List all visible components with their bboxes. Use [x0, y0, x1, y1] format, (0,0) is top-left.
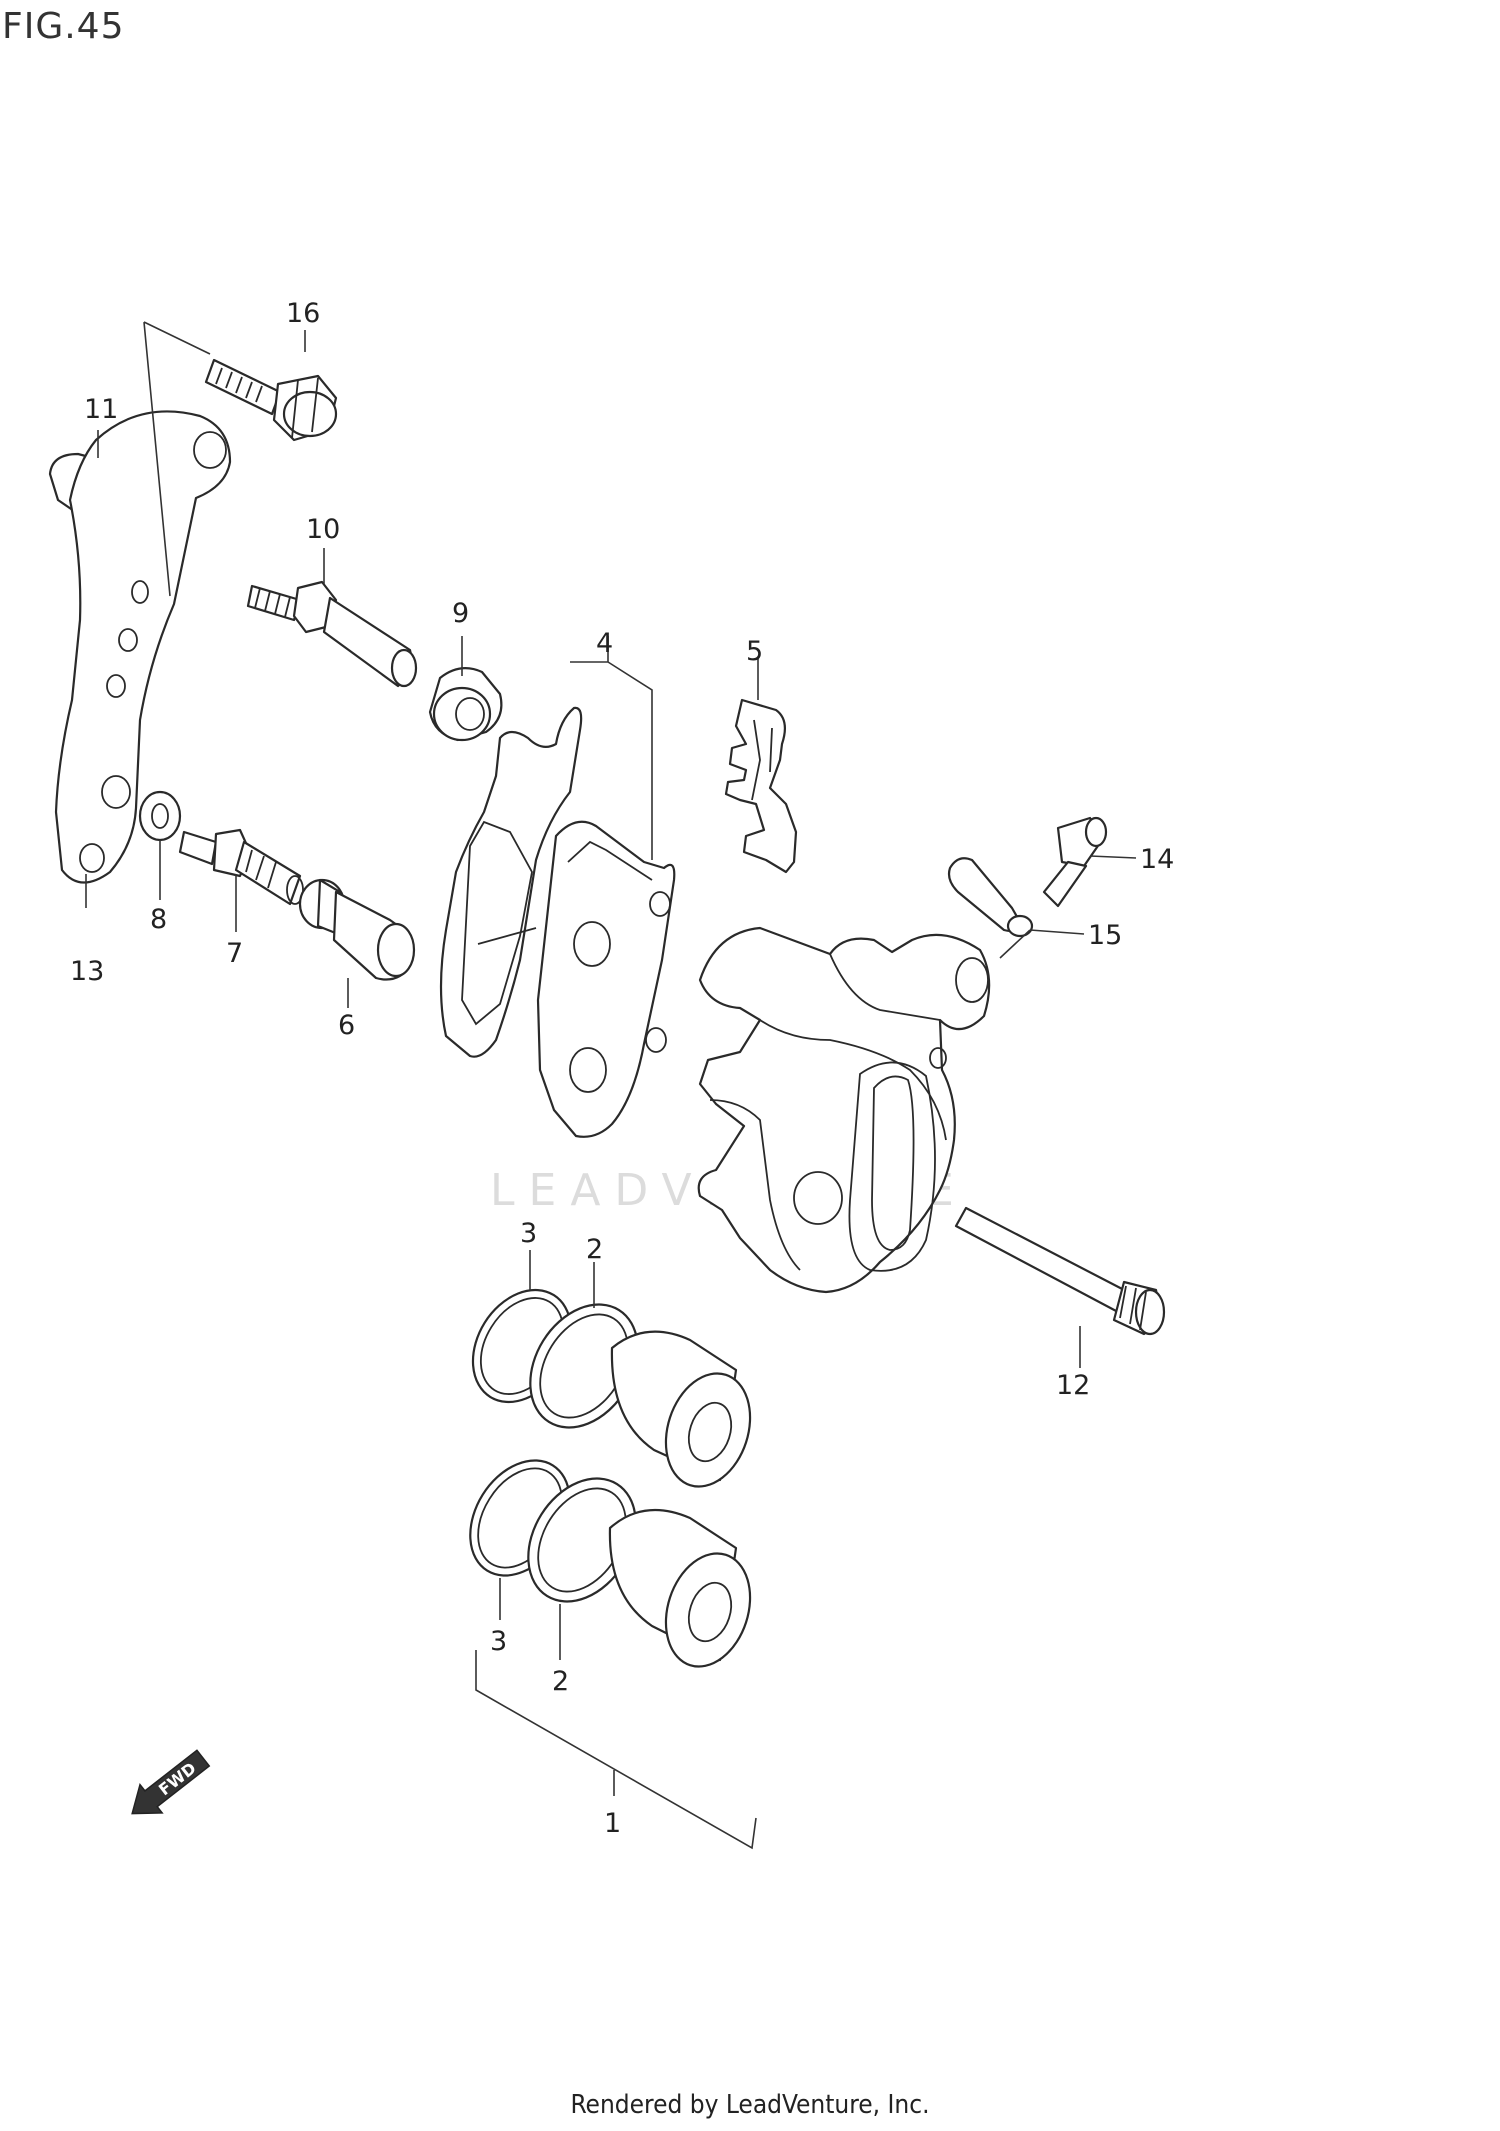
- callout-13: 13: [70, 956, 104, 987]
- part-14-bleeder[interactable]: [1042, 816, 1108, 908]
- lower-piston[interactable]: [608, 1508, 764, 1678]
- callout-7: 7: [226, 938, 243, 969]
- callout-5: 5: [746, 636, 763, 667]
- part-16-bolt[interactable]: [204, 358, 338, 442]
- callout-4: 4: [596, 628, 613, 659]
- upper-piston[interactable]: [610, 1330, 764, 1498]
- part-12-long-bolt[interactable]: [954, 1206, 1166, 1336]
- callout-9: 9: [452, 598, 469, 629]
- part-6-pin[interactable]: [298, 878, 416, 981]
- footer-credit: Rendered by LeadVenture, Inc.: [570, 2090, 930, 2120]
- callout-8: 8: [150, 904, 167, 935]
- figure-title: FIG.45: [2, 6, 125, 47]
- callout-2-upper: 2: [586, 1234, 603, 1265]
- part-8-washer[interactable]: [138, 790, 182, 842]
- callout-1: 1: [604, 1808, 621, 1839]
- callout-15: 15: [1088, 920, 1122, 951]
- part-7-stud-pin[interactable]: [178, 828, 304, 906]
- part-13-bracket[interactable]: [54, 410, 232, 884]
- part-9-boot[interactable]: [428, 667, 503, 742]
- part-5-spring[interactable]: [724, 698, 798, 874]
- leader-lines: [85, 321, 1137, 1850]
- callout-6: 6: [338, 1010, 355, 1041]
- callout-11: 11: [84, 394, 118, 425]
- callout-2-lower: 2: [552, 1666, 569, 1697]
- fwd-arrow: FWD: [131, 1749, 211, 1815]
- callout-12: 12: [1056, 1370, 1090, 1401]
- callout-10: 10: [306, 514, 340, 545]
- part-15-cap[interactable]: [947, 857, 1034, 938]
- callout-3-upper: 3: [520, 1218, 537, 1249]
- callout-14: 14: [1140, 844, 1174, 875]
- callout-16: 16: [286, 298, 320, 329]
- callout-3-lower: 3: [490, 1626, 507, 1657]
- caliper-body[interactable]: [697, 926, 991, 1294]
- part-4-pads[interactable]: [439, 706, 676, 1138]
- part-10-pin-bolt[interactable]: [246, 580, 418, 688]
